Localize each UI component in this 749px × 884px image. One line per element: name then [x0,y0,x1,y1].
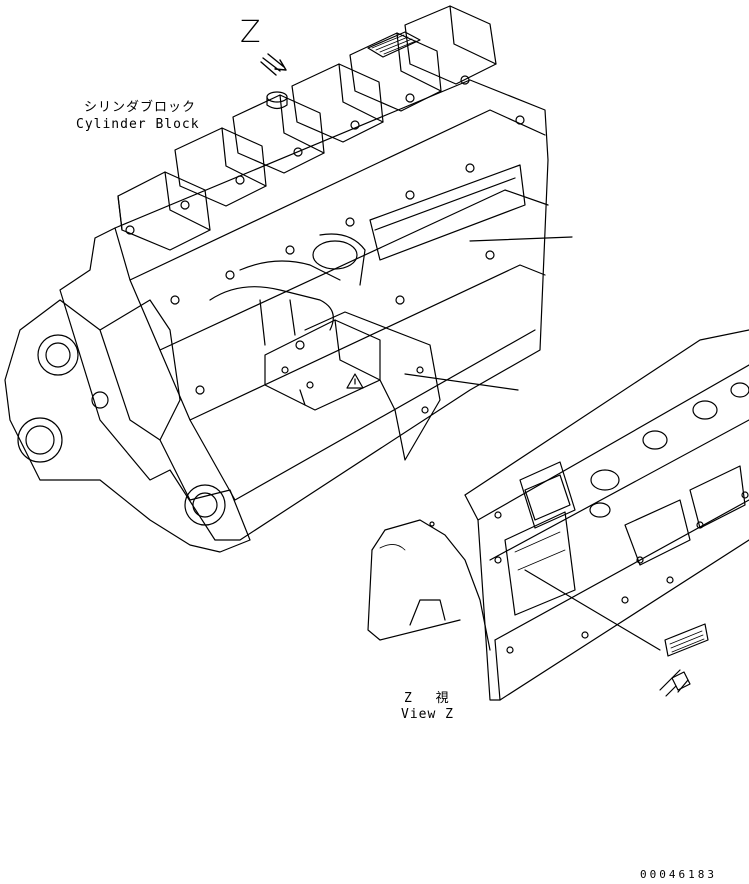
warning-triangle-icon [346,373,364,389]
id-plate [664,623,709,657]
cylinder-block-label-jp: シリンダブロック [84,100,197,115]
leader-line [659,669,681,691]
cylinder-block-drawing [4,5,573,553]
rivet-part [665,671,691,697]
view-direction-arrow-icon [260,53,287,76]
document-number: 00046183 [640,868,717,881]
view-z-detail-drawing [367,329,749,701]
rocker-covers [117,5,497,251]
bracket-assembly [264,311,441,461]
view-z-label-en: View Z [401,707,454,722]
view-direction-label: Z [240,15,262,50]
leader-line [524,569,661,651]
leader-line [469,236,573,242]
head-bolts [125,75,525,395]
cylinder-block-label-en: Cylinder Block [76,117,200,132]
leader-line [404,373,519,391]
view-z-label-jp: Z 視 [404,691,457,706]
